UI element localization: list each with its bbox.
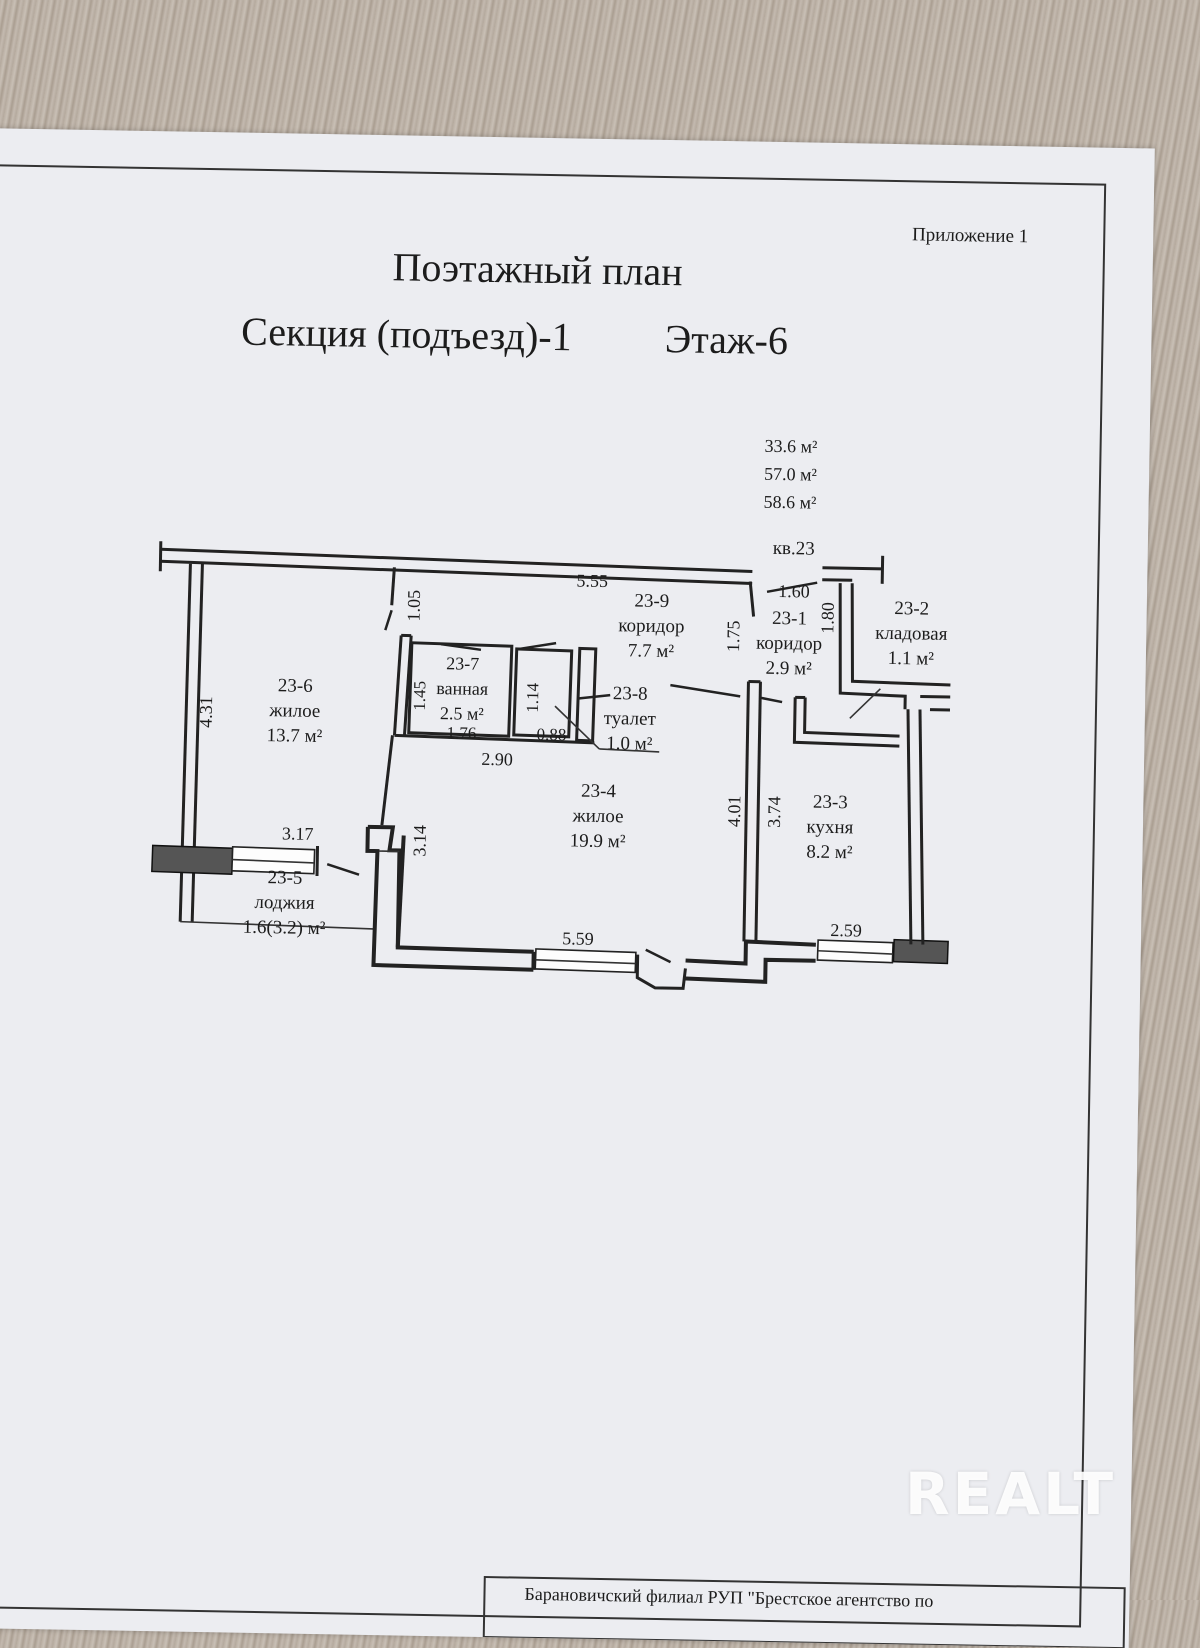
room-23-6-area: 13.7 м² bbox=[266, 725, 322, 747]
dim-1-80: 1.80 bbox=[817, 602, 838, 634]
room-23-7-id: 23-7 bbox=[446, 653, 479, 674]
page-title: Поэтажный план bbox=[392, 244, 683, 294]
dim-3-74: 3.74 bbox=[764, 796, 785, 828]
dim-0-88: 0.88 bbox=[536, 725, 566, 745]
footer-agency: Барановичский филиал РУП "Брестское аген… bbox=[524, 1584, 933, 1611]
room-23-8-id: 23-8 bbox=[613, 683, 648, 705]
room-23-9-area: 7.7 м² bbox=[628, 640, 675, 662]
dim-1-14: 1.14 bbox=[523, 682, 543, 713]
dim-5-55: 5.55 bbox=[576, 570, 608, 591]
room-23-4-name: жилое bbox=[571, 805, 623, 827]
room-23-2-id: 23-2 bbox=[894, 598, 929, 620]
room-23-1-name: коридор bbox=[756, 633, 822, 655]
room-23-1-id: 23-1 bbox=[772, 608, 807, 630]
room-23-9-id: 23-9 bbox=[634, 590, 669, 612]
living-area: 33.6 м² bbox=[764, 436, 817, 457]
room-23-8-name: туалет bbox=[604, 708, 657, 730]
room-23-5-name: лоджия bbox=[254, 892, 315, 914]
total-area-with-loggia: 58.6 м² bbox=[763, 492, 816, 513]
total-area: 57.0 м² bbox=[764, 464, 817, 485]
room-23-9-name: коридор bbox=[618, 615, 684, 637]
room-23-6-id: 23-6 bbox=[278, 675, 313, 697]
room-23-2-name: кладовая bbox=[875, 623, 948, 645]
room-23-3-name: кухня bbox=[806, 817, 853, 839]
room-23-6-name: жилое bbox=[268, 700, 320, 722]
dim-2-90: 2.90 bbox=[481, 749, 513, 770]
room-23-8-area: 1.0 м² bbox=[606, 733, 653, 755]
dim-1-76: 1.76 bbox=[446, 723, 476, 743]
room-23-4-area: 19.9 м² bbox=[570, 830, 626, 852]
room-23-3-area: 8.2 м² bbox=[806, 842, 853, 864]
appendix-label: Приложение 1 bbox=[912, 224, 1029, 247]
room-23-7-name: ванная bbox=[436, 678, 488, 699]
dim-1-60: 1.60 bbox=[778, 581, 810, 602]
room-23-3-id: 23-3 bbox=[813, 792, 848, 814]
dim-4-31: 4.31 bbox=[196, 696, 217, 728]
section-label: Секция (подъезд)-1 bbox=[241, 309, 572, 360]
room-23-5-id: 23-5 bbox=[267, 867, 302, 889]
floor-label: Этаж-6 bbox=[664, 316, 788, 363]
dim-5-59: 5.59 bbox=[562, 928, 594, 949]
room-23-2-area: 1.1 м² bbox=[888, 648, 935, 670]
realt-watermark: REALT bbox=[905, 1460, 1116, 1528]
dim-1-05: 1.05 bbox=[403, 590, 424, 622]
room-23-5-area: 1.6(3.2) м² bbox=[243, 917, 326, 939]
room-23-7-area: 2.5 м² bbox=[440, 703, 484, 724]
dim-1-75: 1.75 bbox=[723, 620, 744, 652]
dim-3-17: 3.17 bbox=[282, 823, 314, 844]
document-sheet: Приложение 1 Поэтажный план Секция (подъ… bbox=[0, 128, 1155, 1648]
room-23-4-id: 23-4 bbox=[581, 781, 617, 803]
dim-3-14: 3.14 bbox=[409, 825, 430, 857]
dim-1-45: 1.45 bbox=[410, 681, 430, 711]
dim-2-59: 2.59 bbox=[830, 920, 862, 941]
dim-4-01: 4.01 bbox=[724, 795, 745, 827]
room-23-1-area: 2.9 м² bbox=[765, 658, 812, 680]
apartment-number: кв.23 bbox=[773, 538, 815, 560]
floor-plan: Приложение 1 Поэтажный план Секция (подъ… bbox=[0, 128, 1155, 1648]
